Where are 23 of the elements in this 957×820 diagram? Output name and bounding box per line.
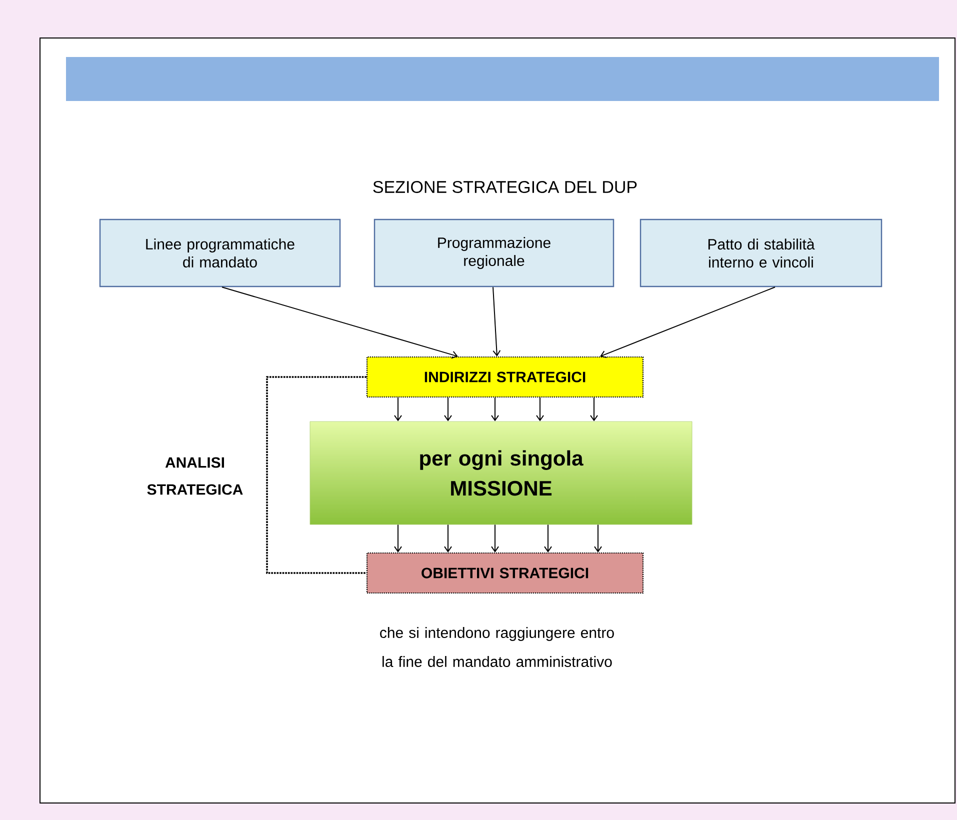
arrow [590,397,598,422]
mission-box: per ogni singola MISSIONE [310,421,692,525]
arrow [600,286,776,358]
arrow [492,286,501,356]
bracket-line [266,376,366,574]
arrow [536,397,544,422]
arrow [444,397,452,422]
arrow [222,286,458,359]
arrow [491,397,499,422]
arrow [491,524,499,552]
input-box: Linee programmatiche di mandato [99,218,341,288]
side-label: ANALISI STRATEGICA [147,457,243,495]
input-box: Programmazione regionale [374,218,614,288]
objective-box: OBIETTIVI STRATEGICI [366,552,644,594]
strategy-box: INDIRIZZI STRATEGICI [366,356,644,398]
arrow [544,524,552,552]
arrow [594,524,602,552]
input-box: Patto di stabilità interno e vincoli [640,218,882,288]
caption: che si intendono raggiungere entro la fine del mandato amministrativo [380,627,614,667]
arrow [394,397,402,422]
arrow [394,524,402,552]
title: SEZIONE STRATEGICA DEL DUP [373,180,637,194]
arrow [444,524,452,552]
